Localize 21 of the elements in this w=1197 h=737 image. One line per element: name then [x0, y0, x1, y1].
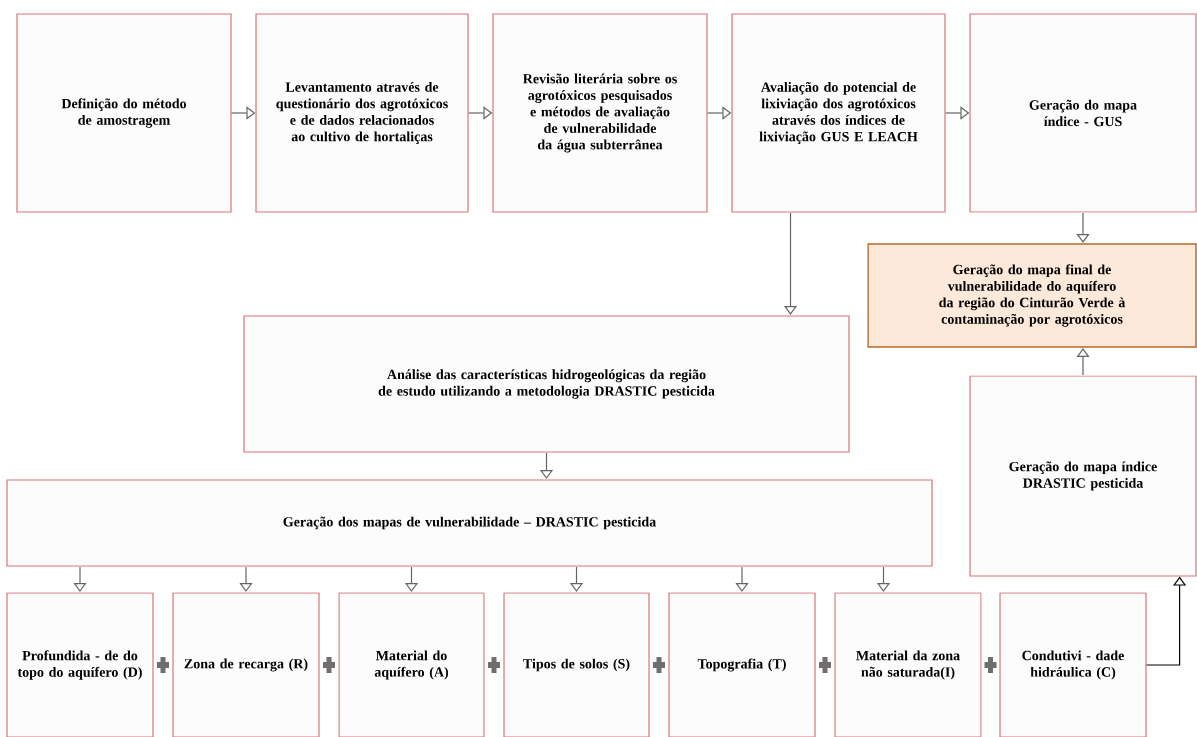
process-box: Topografia (T) — [668, 592, 816, 737]
process-box: Material do aquífero (A) — [338, 592, 485, 737]
process-box: Profundida - de do topo do aquífero (D) — [6, 592, 154, 737]
process-box: Zona de recarga (R) — [172, 592, 320, 737]
process-box: Definição do método de amostragem — [16, 13, 232, 213]
process-box: Análise das características hidrogeológicas da região de estudo utilizando a metodologia DRASTIC pesticida — [243, 315, 850, 453]
block-arrow — [1076, 212, 1090, 243]
result-box: Geração do mapa final de vulnerabilidade do aquífero da região do Cinturão Verde à contaminação por agrotóxicos — [867, 243, 1197, 348]
block-arrow — [73, 566, 87, 592]
process-box: Material da zona não saturada(I) — [834, 592, 982, 737]
block-arrow — [1076, 348, 1090, 376]
block-arrow — [239, 566, 253, 592]
process-box: Condutivi - dade hidráulica (C) — [999, 592, 1147, 737]
process-box: Tipos de solos (S) — [503, 592, 650, 737]
process-box: Avaliação do potencial de lixiviação dos agrotóxicos através dos índices de lixiviação GUS E LEACH — [731, 13, 946, 213]
process-box: Revisão literária sobre os agrotóxicos pesquisados e métodos de avaliação de vulnerabilidade da água subterrânea — [492, 13, 708, 213]
block-arrow — [735, 566, 749, 592]
process-box: Geração do mapa índice - GUS — [969, 13, 1197, 213]
process-box: Levantamento através de questionário dos agrotóxicos e de dados relacionados ao cultivo de hortaliças — [255, 13, 469, 213]
process-box: Geração dos mapas de vulnerabilidade – DRASTIC pesticida — [6, 479, 933, 567]
process-box: Geração do mapa índice DRASTIC pesticida — [969, 375, 1197, 577]
